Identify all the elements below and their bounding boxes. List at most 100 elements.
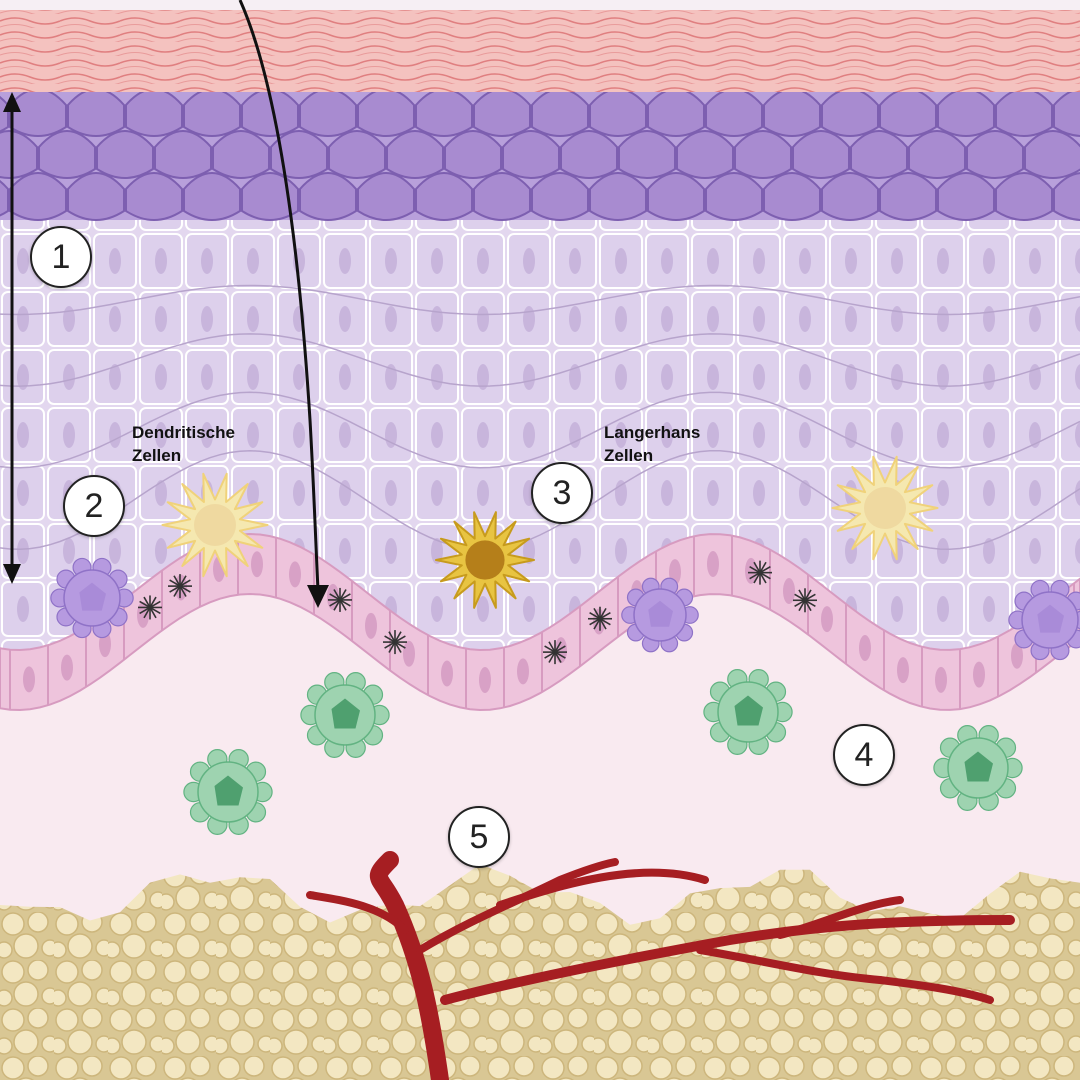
basal-cell-nucleus <box>1011 642 1023 669</box>
granular-cell <box>212 130 270 179</box>
basal-cell-nucleus <box>935 666 947 693</box>
granular-cell <box>531 172 589 221</box>
basal-cell-nucleus <box>251 551 263 578</box>
granular-cell <box>647 88 705 137</box>
granular-cell <box>444 130 502 179</box>
marker-5: 5 <box>448 806 510 868</box>
subcutaneous-fat-layer <box>0 864 1080 1080</box>
langerhans-label-line2: Zellen <box>604 446 654 465</box>
granular-cell <box>241 172 299 221</box>
granular-cell <box>763 88 821 137</box>
granular-cell <box>676 130 734 179</box>
granular-cell <box>0 180 9 217</box>
basal-cell-nucleus <box>707 551 719 578</box>
blood-vessel-branch <box>440 915 1015 1005</box>
granular-cell <box>0 130 38 179</box>
granular-cell <box>995 88 1053 137</box>
blood-vessel-branch <box>776 896 904 939</box>
immune-cell-purple <box>1008 579 1080 661</box>
arrowhead-down-icon <box>3 564 21 584</box>
marker-4: 4 <box>833 724 895 786</box>
granular-cell <box>589 172 647 221</box>
granular-cell <box>879 88 937 137</box>
dendritic-label-line2: Zellen <box>132 446 182 465</box>
basal-cell-nucleus <box>137 601 149 628</box>
immune-cell-purple <box>50 557 134 639</box>
basal-cell-nucleus <box>821 606 833 633</box>
dendritic-label-line1: Dendritische <box>132 423 235 442</box>
granular-cell <box>879 172 937 221</box>
blood-vessel-branch <box>696 946 884 984</box>
melanocyte-icon <box>543 640 567 665</box>
dendritic-cell <box>161 472 269 578</box>
granular-cell <box>1053 172 1080 221</box>
granular-cell <box>357 172 415 221</box>
basal-cell-nucleus <box>289 561 301 588</box>
marker-2: 2 <box>63 475 125 537</box>
basal-layer <box>0 532 1080 712</box>
basal-cell-nucleus <box>745 557 757 584</box>
immune-cell-green <box>300 671 390 759</box>
dendritic-cells-label: Dendritische Zellen <box>132 421 235 467</box>
marker-1: 1 <box>30 226 92 288</box>
granular-cell <box>125 88 183 137</box>
granular-cell <box>473 88 531 137</box>
granular-cell <box>821 88 879 137</box>
basal-cell-nucleus <box>859 634 871 661</box>
granular-cell <box>415 88 473 137</box>
dendritic-cell <box>831 455 939 561</box>
immune-cell-green <box>183 748 273 836</box>
melanocyte-icon <box>588 606 612 631</box>
granular-cell <box>125 172 183 221</box>
stratum-corneum <box>0 0 1080 92</box>
spinous-row-line <box>0 449 1080 551</box>
arrowhead-up-icon <box>3 92 21 112</box>
granular-cell <box>618 130 676 179</box>
epidermis-thickness-arrow <box>3 92 21 584</box>
basal-cell-nucleus <box>365 612 377 639</box>
melanocyte-icon <box>383 630 407 655</box>
granular-cell <box>937 172 995 221</box>
granular-cell <box>792 130 850 179</box>
spinous-row-line <box>0 284 1080 316</box>
basal-cell-nucleus <box>61 654 73 681</box>
granular-cell <box>328 130 386 179</box>
basal-cell-nucleus <box>23 666 35 693</box>
granular-cell <box>357 88 415 137</box>
basal-cell-nucleus <box>441 660 453 687</box>
basal-cell-nucleus <box>517 658 529 685</box>
langerhans-cell <box>435 511 535 609</box>
immune-cell-purple <box>621 577 699 653</box>
granular-cell <box>995 172 1053 221</box>
granular-cell <box>183 172 241 221</box>
granular-cell <box>589 88 647 137</box>
immune-cell-green <box>703 668 793 756</box>
immune-cell-green <box>933 724 1023 812</box>
granular-cell <box>821 172 879 221</box>
melanocyte-icon <box>138 595 162 620</box>
granular-cell <box>531 88 589 137</box>
granular-cell <box>502 130 560 179</box>
granular-cell <box>560 130 618 179</box>
blood-vessel-branch <box>496 868 709 909</box>
granular-cell <box>67 172 125 221</box>
marker-3: 3 <box>531 462 593 524</box>
granular-cell <box>908 130 966 179</box>
langerhans-label-line1: Langerhans <box>604 423 701 442</box>
granular-cell <box>386 130 444 179</box>
granular-cell <box>966 130 1024 179</box>
basal-cell-nucleus <box>403 640 415 667</box>
granular-cell <box>9 172 67 221</box>
granular-cell <box>415 172 473 221</box>
melanocyte-icon <box>168 574 192 599</box>
granular-cell <box>183 88 241 137</box>
granular-cell <box>850 130 908 179</box>
blood-vessel-branch <box>876 976 994 1004</box>
granular-cell <box>705 88 763 137</box>
basal-cell-nucleus <box>973 661 985 688</box>
granular-cell <box>38 130 96 179</box>
melanocyte-icon <box>793 588 817 613</box>
spinous-row-line <box>0 391 1080 469</box>
